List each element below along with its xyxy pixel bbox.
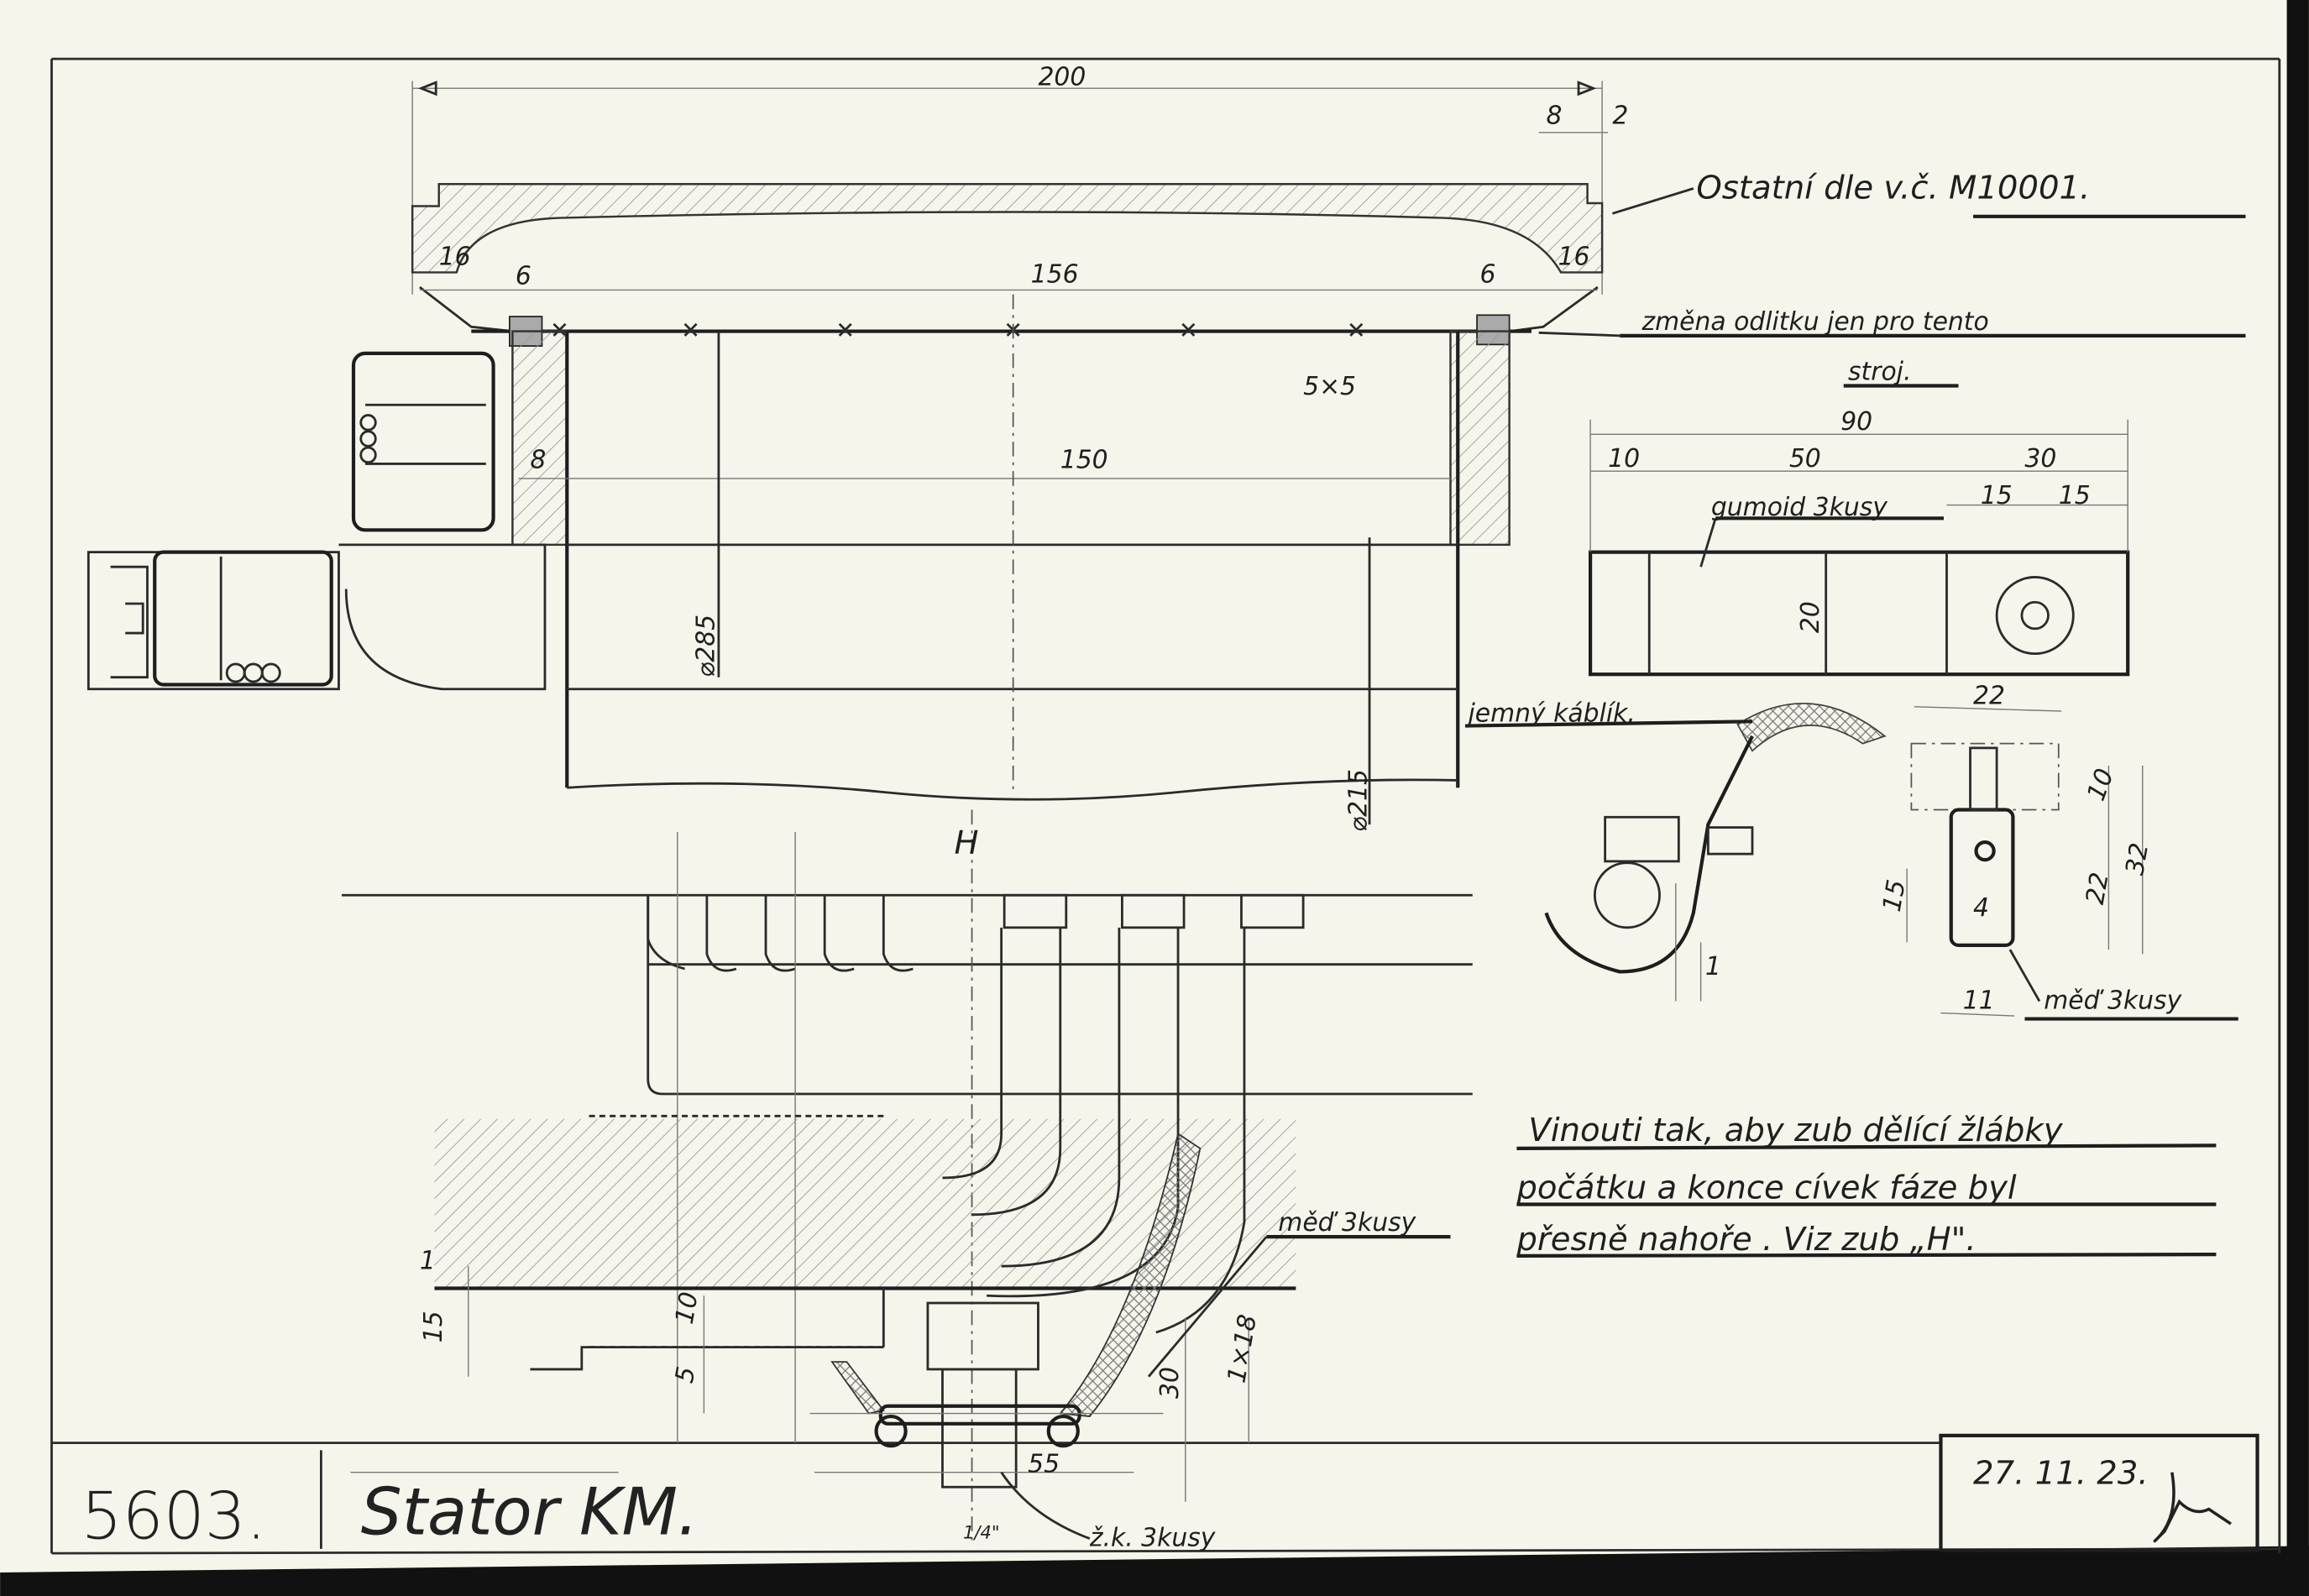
dim-b15: 15 — [419, 1311, 448, 1342]
dim-b10: 10 — [670, 1290, 704, 1326]
lug-dim-4: 4 — [1973, 893, 1989, 923]
annotations: Ostatní dle v.č. M10001. změna odlitku j… — [1089, 170, 2182, 1553]
dim-156: 156 — [1031, 260, 1079, 290]
dim-2: 2 — [1612, 101, 1628, 130]
gumoid-strip — [1588, 419, 2130, 677]
dim-150: 150 — [1060, 446, 1108, 475]
dim-15b: 15 — [2059, 481, 2091, 510]
dim-16-right: 16 — [1558, 243, 1590, 272]
zk-label: ž.k. 3kusy — [1089, 1523, 1216, 1552]
copper-lug-label: měď 3kusy — [2044, 986, 2181, 1015]
lug-dim-32: 32 — [2120, 840, 2155, 876]
dim-6-right: 6 — [1480, 260, 1496, 290]
drawing-date: 27. 11. 23. — [1973, 1455, 2149, 1493]
lug-dim-22: 22 — [1973, 681, 2005, 710]
lug-dim-11: 11 — [1963, 986, 1995, 1015]
dim-d285: ⌀285 — [692, 615, 721, 678]
tooth-h-label: H — [954, 824, 978, 862]
fine-cable-label: jemný káblík. — [1465, 699, 1636, 728]
signature-mark — [2153, 1472, 2232, 1543]
scan-edge — [2286, 0, 2309, 1596]
stator-body — [86, 294, 1511, 825]
dim-15a: 15 — [1981, 481, 2013, 510]
lug-dim-22b: 22 — [2081, 870, 2115, 906]
winding-note-3: přesně nahoře . Viz zub „H". — [1516, 1221, 1976, 1258]
cable-dim-1: 1 — [1705, 952, 1721, 981]
dim-20: 20 — [1796, 601, 1825, 633]
winding-note-1: Vinouti tak, aby zub dělící žlábky — [1528, 1112, 2063, 1149]
winding-note-2: počátku a konce cívek fáze byl — [1516, 1170, 2017, 1207]
dim-90: 90 — [1840, 407, 1872, 437]
casting-change-note-1: změna odlitku jen pro tento — [1641, 307, 1988, 337]
lug-dim-15: 15 — [1877, 877, 1912, 913]
dim-b30: 30 — [1155, 1367, 1185, 1399]
drawing-frame — [50, 57, 2281, 1555]
dim-b5: 5 — [670, 1364, 702, 1385]
copper-strip-label: měď 3kusy — [1278, 1208, 1416, 1238]
dim-16-left: 16 — [439, 243, 471, 272]
cable-lug-detail — [1464, 703, 2238, 1021]
dim-d215: ⌀215 — [1344, 769, 1374, 832]
dim-b55: 55 — [1028, 1450, 1060, 1479]
casting-change-note-2: stroj. — [1848, 357, 1911, 386]
dim-30: 30 — [2024, 444, 2056, 474]
dim-6-left: 6 — [516, 261, 531, 290]
gumoid-label: gumoid 3kusy — [1711, 493, 1888, 522]
note-underlines — [1516, 214, 2246, 1258]
winding-section — [341, 809, 1473, 1546]
dim-200: 200 — [1038, 63, 1086, 92]
dim-8-left: 8 — [530, 446, 546, 475]
dimensions: 200 8 2 16 16 6 156 6 5×5 8 150 ⌀285 ⌀21… — [419, 63, 2155, 1543]
dim-b1: 1 — [420, 1247, 436, 1276]
scan-edge-bottom — [0, 1546, 2309, 1596]
drawing-number: 5603. — [81, 1479, 267, 1555]
housing-section — [411, 81, 2246, 347]
dim-5x5: 5×5 — [1303, 372, 1356, 401]
reference-note: Ostatní dle v.č. M10001. — [1696, 170, 2090, 207]
lug-dim-10: 10 — [2081, 765, 2120, 805]
dim-50: 50 — [1789, 444, 1821, 474]
drawing-title: Stator KM. — [361, 1474, 699, 1550]
dim-10: 10 — [1608, 444, 1640, 474]
dim-b1x18: 1×18 — [1222, 1312, 1263, 1385]
title-block: 5603. Stator KM. 27. 11. 23. — [81, 1455, 2232, 1555]
dim-8: 8 — [1546, 101, 1562, 130]
dim-b14: 1/4" — [963, 1522, 1000, 1543]
